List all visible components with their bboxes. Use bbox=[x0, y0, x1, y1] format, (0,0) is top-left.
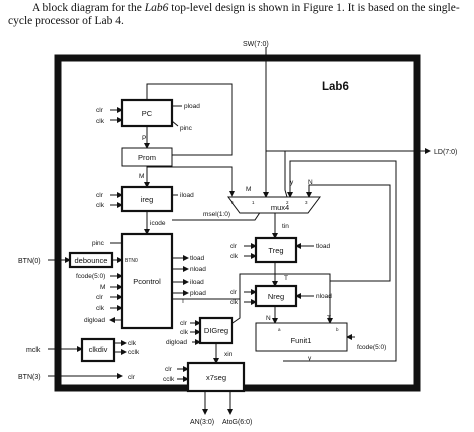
pc-clr: clr bbox=[96, 107, 104, 114]
pinc-stub bbox=[171, 120, 179, 127]
treg-tload: tload bbox=[316, 243, 330, 250]
nreg-clr: clr bbox=[230, 289, 238, 296]
ireg-iload: iload bbox=[180, 192, 194, 199]
mux-in-0: 0 bbox=[231, 200, 234, 205]
clkdiv-label: clkdiv bbox=[89, 345, 108, 354]
pcontrol-label: Pcontrol bbox=[133, 277, 161, 286]
pcontrol-pload: pload bbox=[190, 290, 206, 297]
pcontrol-tload: tload bbox=[190, 255, 204, 262]
treg-clr: clr bbox=[230, 243, 238, 250]
nreg-label: Nreg bbox=[268, 292, 284, 301]
m-label-ireg: M bbox=[139, 173, 144, 180]
wire-pc-loop bbox=[146, 83, 233, 156]
pcontrol-clr: clr bbox=[96, 294, 104, 301]
pcontrol-nload: nload bbox=[190, 266, 206, 273]
ireg-block bbox=[120, 185, 174, 213]
debounce-block bbox=[68, 251, 114, 269]
wire-t-funit bbox=[275, 273, 333, 324]
m-label-mux: M bbox=[246, 186, 251, 193]
n-label-mux: N bbox=[308, 179, 313, 186]
atog-label: AtoG(6:0) bbox=[222, 419, 252, 426]
x7seg-block bbox=[186, 361, 246, 393]
mux-in-3: 3 bbox=[305, 200, 308, 205]
y-label-funit: y bbox=[308, 355, 312, 362]
ireg-clk: clk bbox=[96, 202, 105, 209]
intro-text-start: A block diagram for the bbox=[32, 2, 145, 14]
wire-y-feedback bbox=[283, 160, 397, 362]
lab6-title: Lab6 bbox=[322, 81, 349, 93]
digreg-clr: clr bbox=[180, 320, 188, 327]
pc-clk: clk bbox=[96, 118, 105, 125]
funit-fcode: fcode(5:0) bbox=[357, 344, 386, 351]
pcontrol-pinc: pinc bbox=[92, 240, 105, 247]
prom-block bbox=[121, 147, 173, 167]
mux4-label: mux4 bbox=[271, 203, 289, 212]
ld-label: LD(7:0) bbox=[434, 149, 457, 156]
digreg-digload: digload bbox=[166, 339, 187, 346]
an-label: AN(3:0) bbox=[190, 419, 214, 426]
ireg-clr: clr bbox=[96, 192, 104, 199]
msel-label: msel(1:0) bbox=[203, 211, 230, 218]
digreg-label: DIGreg bbox=[204, 326, 228, 335]
pc-pload: pload bbox=[184, 103, 200, 110]
p-label: P bbox=[142, 135, 146, 142]
debounce-label: debounce bbox=[75, 256, 108, 265]
pcontrol-iload: iload bbox=[190, 279, 204, 286]
pcontrol-block bbox=[120, 232, 174, 330]
icode-label: icode bbox=[150, 220, 166, 227]
btn3-clr: clr bbox=[128, 374, 136, 381]
intro-paragraph: A block diagram for the Lab6 top-level d… bbox=[8, 2, 468, 28]
mclk-label: mclk bbox=[26, 347, 41, 354]
wire-t-pcontrol bbox=[172, 273, 275, 300]
pcontrol-btn0: BTN0 bbox=[125, 258, 138, 264]
pcontrol-m: M bbox=[100, 284, 105, 291]
n-label-funit: N bbox=[266, 315, 271, 322]
clkdiv-clk: clk bbox=[128, 340, 137, 347]
intro-text-end: top-level design is shown in Figure 1. I… bbox=[8, 2, 460, 27]
pcontrol-fcode: fcode(5:0) bbox=[76, 273, 105, 280]
pcontrol-t: T bbox=[181, 298, 185, 305]
ireg-label: ireg bbox=[141, 195, 154, 204]
nreg-nload: nload bbox=[316, 293, 332, 300]
sw-label: SW(7:0) bbox=[243, 41, 269, 48]
btn3-label: BTN(3) bbox=[18, 374, 41, 381]
pc-block bbox=[120, 98, 174, 128]
nreg-clk: clk bbox=[230, 299, 239, 306]
x7seg-label: x7seg bbox=[206, 373, 226, 382]
wire-t-feedback bbox=[284, 151, 288, 198]
wire-n-feedback bbox=[306, 184, 391, 282]
treg-block bbox=[254, 236, 298, 264]
funit-port-b: b bbox=[336, 327, 339, 332]
prom-label: Prom bbox=[138, 153, 156, 162]
digreg-clk: clk bbox=[180, 329, 189, 336]
mux-in-1: 1 bbox=[252, 200, 255, 205]
btn0-label: BTN(0) bbox=[18, 258, 41, 265]
intro-design-name: Lab6 bbox=[144, 2, 169, 14]
pcontrol-digload: digload bbox=[84, 317, 105, 324]
funit-label: Funit1 bbox=[291, 336, 312, 345]
pcontrol-clk: clk bbox=[96, 305, 105, 312]
pc-label: PC bbox=[142, 109, 153, 118]
pc-pinc: pinc bbox=[180, 125, 193, 132]
funit-block bbox=[255, 322, 348, 352]
x7seg-cclk: cclk bbox=[163, 376, 175, 383]
clkdiv-cclk: cclk bbox=[128, 349, 140, 356]
y-label-mux: y bbox=[290, 179, 294, 186]
funit-port-a: a bbox=[278, 327, 281, 332]
t-label-treg: T bbox=[284, 275, 288, 282]
mux-in-2: 2 bbox=[286, 200, 289, 205]
xin-label: xin bbox=[224, 351, 233, 358]
x7seg-clr: clr bbox=[165, 366, 173, 373]
clkdiv-block bbox=[80, 337, 116, 363]
mux4-block bbox=[227, 196, 321, 214]
t-label-funit: T bbox=[327, 315, 331, 322]
treg-label: Treg bbox=[268, 246, 283, 255]
tin-label: tin bbox=[282, 223, 289, 230]
treg-clk: clk bbox=[230, 253, 239, 260]
digreg-block bbox=[198, 316, 234, 345]
